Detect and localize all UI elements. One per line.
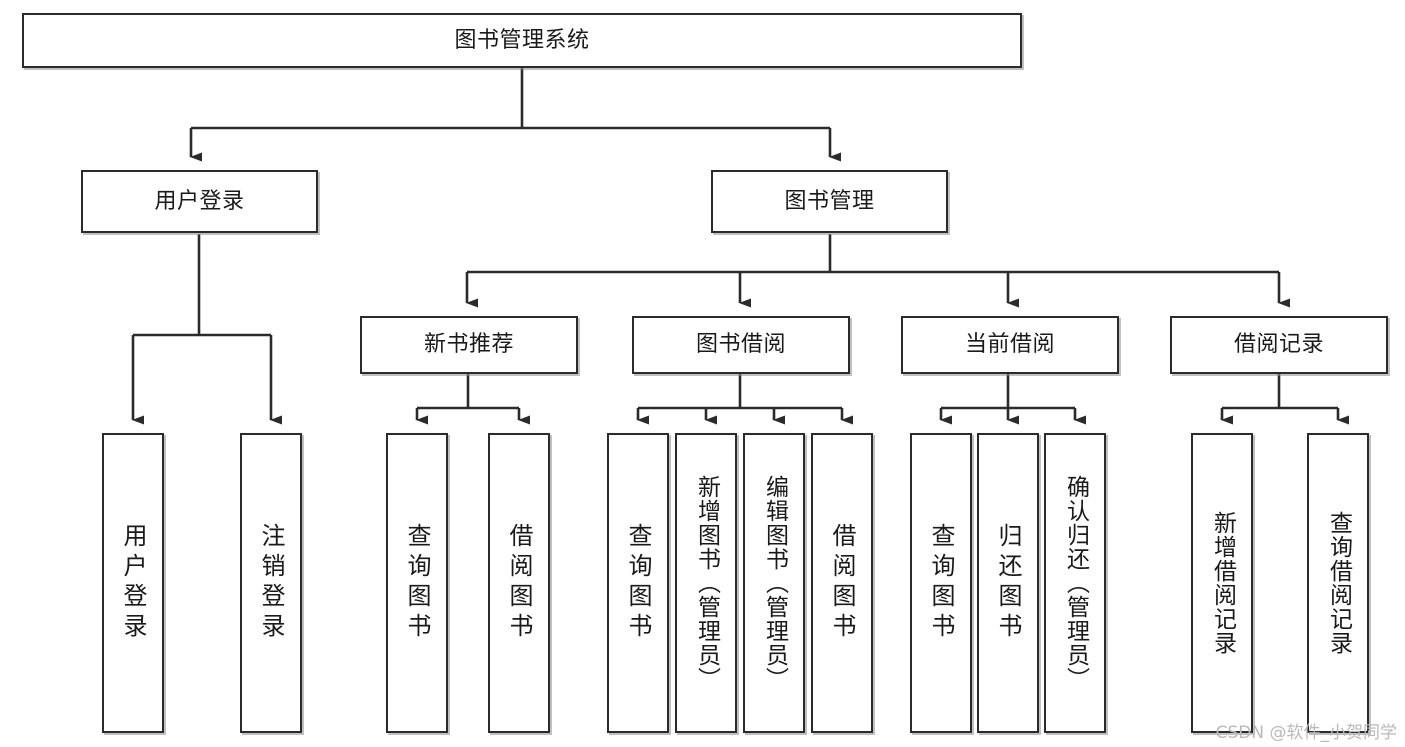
leaf-new-book-query[interactable]: 查询图书 [386,433,448,733]
node-book-borrow[interactable]: 图书借阅 [632,316,850,374]
leaf-new-book-borrow[interactable]: 借阅图书 [488,433,550,733]
leaf-current-borrow-query[interactable]: 查询图书 [910,433,972,733]
leaf-borrow-record-add-label: 新增借阅记录 [1209,511,1236,655]
leaf-current-borrow-return[interactable]: 归还图书 [977,433,1039,733]
leaf-user-login-login[interactable]: 用户登录 [102,433,164,733]
node-borrow-record[interactable]: 借阅记录 [1170,316,1388,374]
node-new-book-recommend-label: 新书推荐 [423,332,514,358]
node-current-borrow-label: 当前借阅 [964,332,1055,358]
node-current-borrow[interactable]: 当前借阅 [901,316,1119,374]
leaf-book-borrow-query[interactable]: 查询图书 [607,433,669,733]
leaf-current-borrow-query-label: 查询图书 [927,523,955,643]
leaf-current-borrow-confirm-label: 确认归还（管理员） [1062,475,1089,691]
node-root-label: 图书管理系统 [454,27,590,53]
node-new-book-recommend[interactable]: 新书推荐 [360,316,578,374]
leaf-user-login-logout[interactable]: 注销登录 [240,433,302,733]
leaf-book-borrow-query-label: 查询图书 [624,523,652,643]
node-book-manage[interactable]: 图书管理 [711,170,948,233]
leaf-current-borrow-return-label: 归还图书 [994,523,1022,643]
leaf-user-login-logout-label: 注销登录 [257,523,285,643]
leaf-borrow-record-query-label: 查询借阅记录 [1325,511,1352,655]
leaf-new-book-borrow-label: 借阅图书 [505,523,533,643]
leaf-current-borrow-confirm[interactable]: 确认归还（管理员） [1044,433,1106,733]
leaf-book-borrow-edit[interactable]: 编辑图书（管理员） [743,433,805,733]
node-borrow-record-label: 借阅记录 [1233,332,1324,358]
leaf-book-borrow-borrow-label: 借阅图书 [828,523,856,643]
node-root[interactable]: 图书管理系统 [22,13,1022,68]
node-user-login-label: 用户登录 [154,188,245,214]
leaf-book-borrow-add[interactable]: 新增图书（管理员） [675,433,737,733]
leaf-book-borrow-edit-label: 编辑图书（管理员） [761,475,788,691]
leaf-new-book-query-label: 查询图书 [403,523,431,643]
leaf-book-borrow-add-label: 新增图书（管理员） [693,475,720,691]
node-book-manage-label: 图书管理 [784,188,875,214]
leaf-user-login-login-label: 用户登录 [119,523,147,643]
leaf-borrow-record-query[interactable]: 查询借阅记录 [1307,433,1369,733]
leaf-book-borrow-borrow[interactable]: 借阅图书 [811,433,873,733]
leaf-borrow-record-add[interactable]: 新增借阅记录 [1191,433,1253,733]
node-user-login[interactable]: 用户登录 [81,170,318,233]
node-book-borrow-label: 图书借阅 [695,332,786,358]
watermark: CSDN @软件_小贺同学 [1215,723,1397,743]
